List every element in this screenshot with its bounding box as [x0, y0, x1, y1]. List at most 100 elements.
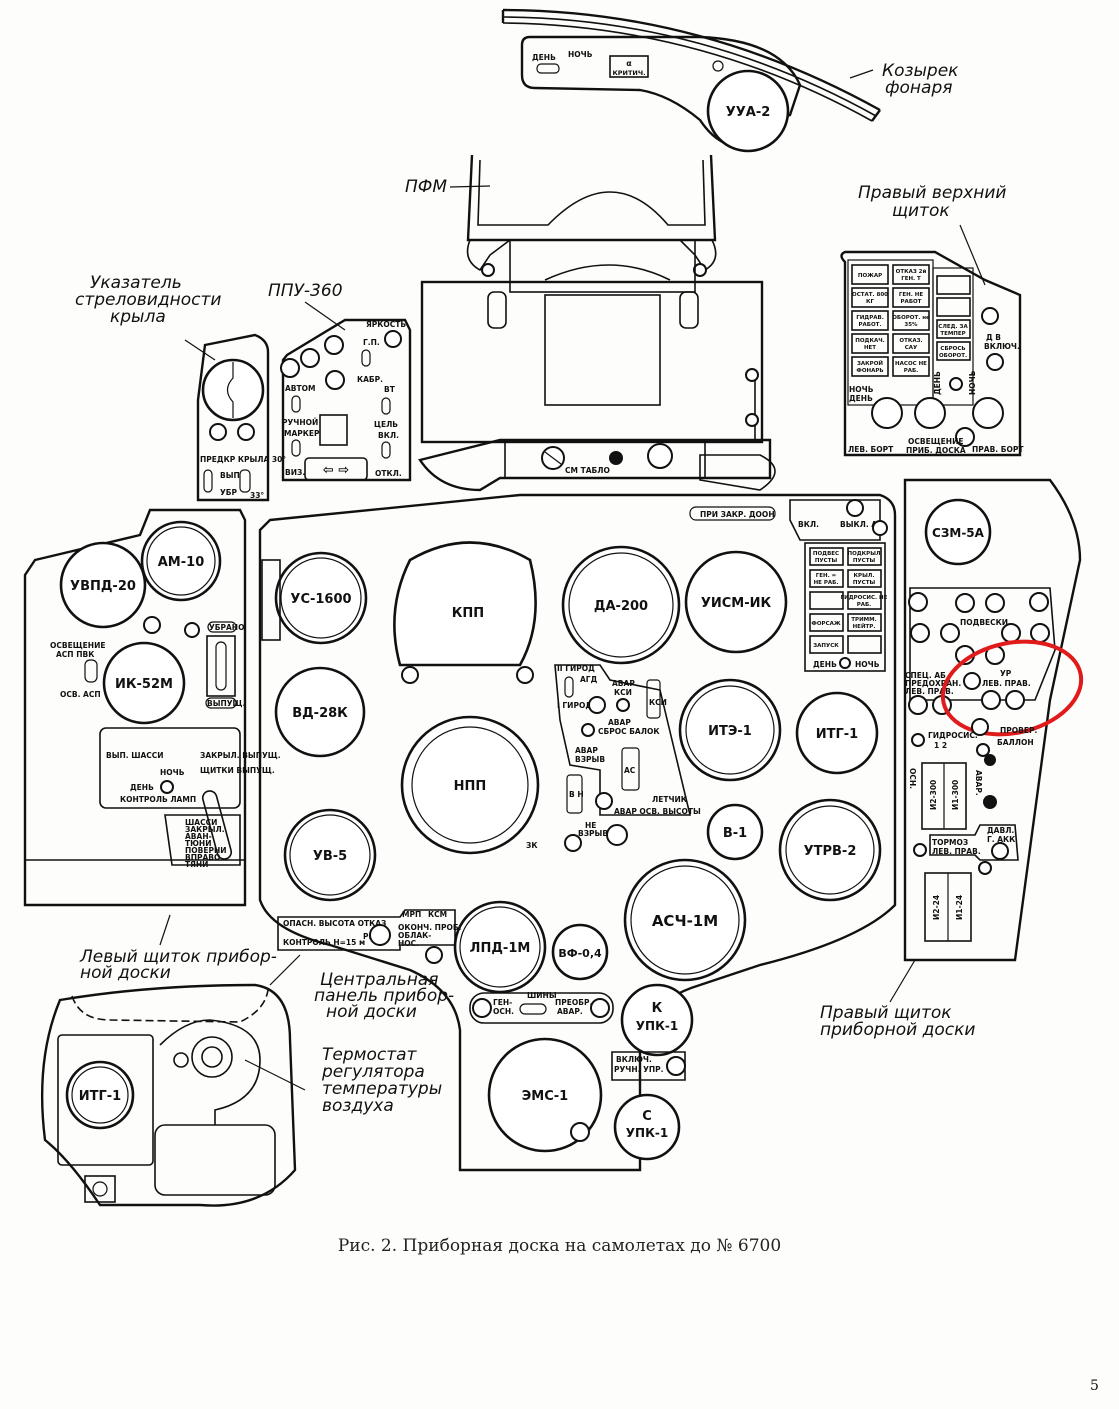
uv-label: УВ-5	[313, 849, 347, 864]
callout-right-panel-1: Правый щиток	[820, 1003, 952, 1023]
spec-ab-label: СПЕЦ. АБ	[905, 671, 946, 680]
dv-knob[interactable]	[981, 307, 999, 325]
viz-toggle[interactable]	[291, 439, 301, 457]
vt-target-toggle[interactable]	[381, 397, 391, 415]
upk-k-label: УПК-1	[636, 1019, 678, 1033]
upk-s-gauge	[613, 1093, 681, 1161]
callout-visor-1: Козырек	[882, 61, 959, 81]
dv-on-label: ВКЛЮЧ.	[984, 342, 1020, 351]
marker-slew-switch[interactable]	[304, 457, 368, 481]
warning-lamp-label: ГЕН. НЕ	[899, 292, 923, 298]
day-night-knob[interactable]	[160, 780, 174, 794]
warning-lamp-label: НАСОС НЕ	[895, 361, 927, 367]
asp-lighting-label: ОСВЕЩЕНИЕ	[50, 641, 105, 650]
ur-day2-label: ДЕНЬ	[933, 371, 942, 395]
ur-left-button[interactable]	[981, 690, 1001, 710]
prav-bort-knob[interactable]	[972, 397, 1004, 429]
itg-label: ИТГ-1	[816, 727, 858, 742]
sm-tablo-label: СМ ТАБЛО	[565, 466, 610, 475]
prib-doska-label: ПРИБ. ДОСКА	[906, 446, 966, 455]
ems-label: ЭМС-1	[522, 1089, 568, 1104]
sm-tablo-strip: СМ ТАБЛО	[418, 438, 776, 492]
okonch-label: ОКОНЧ. ПРОБ.	[398, 923, 462, 932]
warning-lamp-label: КГ	[866, 299, 874, 305]
warning-lamp	[847, 635, 882, 654]
wing-sweep-switch[interactable]	[239, 469, 251, 493]
page-number: 5	[1090, 1378, 1099, 1394]
lighting-label: ОСВЕЩЕНИЕ	[908, 437, 963, 446]
warning-lamp-label: ТРИММ.	[851, 617, 876, 623]
sm-tablo-knob[interactable]	[609, 451, 623, 465]
brightness-knob[interactable]	[384, 330, 402, 348]
am-label: АМ-10	[158, 555, 204, 570]
npp-label: НПП	[454, 779, 487, 794]
rv-knob[interactable]	[369, 924, 391, 946]
warning-lamp-label: ОТКАЗ.	[899, 338, 922, 344]
bus-switch[interactable]	[519, 1003, 547, 1015]
oblak-label: ОБЛАК-	[398, 931, 431, 940]
ne-label: НЕ	[585, 821, 596, 830]
gp-kabr-toggle[interactable]	[361, 349, 371, 367]
lev-bort-label: ЛЕВ. БОРТ	[848, 445, 894, 454]
da-gauge	[561, 545, 681, 665]
slat-toggle[interactable]	[203, 469, 213, 493]
cw-day-night-knob[interactable]	[839, 657, 851, 669]
svg-text:.: .	[108, 955, 111, 964]
off-label: ОТКЛ.	[375, 469, 402, 478]
warning-lamp	[892, 310, 930, 331]
lev-bort-knob[interactable]	[871, 397, 903, 429]
warning-lamp-label: ГИДРОСИС. НЕ	[841, 595, 888, 601]
ur-night2-label: НОЧЬ	[968, 370, 977, 395]
warning-lamp	[851, 310, 889, 331]
warning-lamp-label: ЗАКРОЙ	[857, 359, 883, 367]
gear-handle[interactable]	[201, 789, 233, 860]
warning-lamp-label: ПОДКРЫЛ	[848, 551, 881, 557]
osn-vert-label: ОСН.	[908, 768, 917, 789]
ballon-label: БАЛЛОН	[997, 738, 1034, 747]
i1-300-label: И1-300	[951, 780, 960, 810]
ppu-360-panel: ЯРКОСТЬ Г.П. КАБР. АВТОМ ВТ РУЧНОЙ МАРКЕ…	[280, 318, 412, 482]
callout-central-3: ной доски	[326, 1002, 417, 1022]
predokhr-label: ПРЕДОХРАН.	[905, 679, 961, 688]
asp-lighting-switch[interactable]	[84, 659, 98, 683]
callout-visor-2: фонаря	[885, 78, 953, 98]
gear-note-line: ТЮНИ	[185, 839, 211, 848]
warning-lamp-label: ПОЖАР	[858, 273, 882, 279]
ur-day-label: ДЕНЬ	[849, 394, 873, 403]
callout-central-2: панель прибор-	[314, 986, 454, 1006]
vd-label: ВД-28К	[292, 706, 348, 721]
letchik-label: ЛЕТЧИК	[652, 795, 688, 804]
shields-lamp: ЩИТКИ ВЫПУЩ.	[200, 766, 275, 775]
warning-lamp-label: РАБ.	[857, 602, 872, 608]
warning-lamp-label: САУ	[905, 345, 918, 351]
gear-note-line: ЗАКРЫЛ.	[185, 825, 225, 834]
ur-lev-prav-label: ЛЕВ. ПРАВ.	[982, 679, 1031, 688]
ur-right-button[interactable]	[1005, 690, 1025, 710]
i1-24-label: И1-24	[955, 895, 964, 920]
day-night-switch[interactable]	[536, 63, 560, 74]
alpha-label: α	[626, 59, 632, 68]
avtom-toggle[interactable]	[291, 395, 301, 413]
warning-lamp	[936, 297, 971, 317]
prib-doska-knob[interactable]	[914, 397, 946, 429]
lpd-label: ЛПД-1М	[470, 941, 531, 956]
asch-label: АСЧ-1М	[652, 912, 718, 930]
warning-lamp	[851, 356, 889, 377]
marker-button[interactable]	[319, 414, 348, 446]
warning-lamp	[809, 547, 844, 566]
callout-thermostat-2: регулятора	[321, 1062, 425, 1082]
warning-lamp-label: ПУСТЫ	[853, 580, 876, 586]
avar-osv-label: АВАР ОСВ. ВЫСОТЫ	[614, 807, 701, 816]
uvpd-gauge	[59, 541, 147, 629]
on-off-toggle[interactable]	[381, 441, 391, 459]
warning-lamp-label: 35%	[904, 322, 918, 328]
gear-down-label: ВЫПУЩ.	[207, 699, 245, 708]
aga-label: АГД	[580, 675, 598, 684]
manual-label: РУЧНОЙ	[282, 418, 318, 427]
callout-thermostat-3: температуры	[322, 1079, 442, 1099]
uism-gauge	[684, 550, 788, 654]
kpp-gauge	[393, 541, 537, 667]
callout-wing-2: стреловидности	[75, 290, 221, 310]
warning-lamp-label: ГИДРАВ.	[856, 315, 884, 321]
gyro-switch[interactable]	[564, 676, 574, 698]
